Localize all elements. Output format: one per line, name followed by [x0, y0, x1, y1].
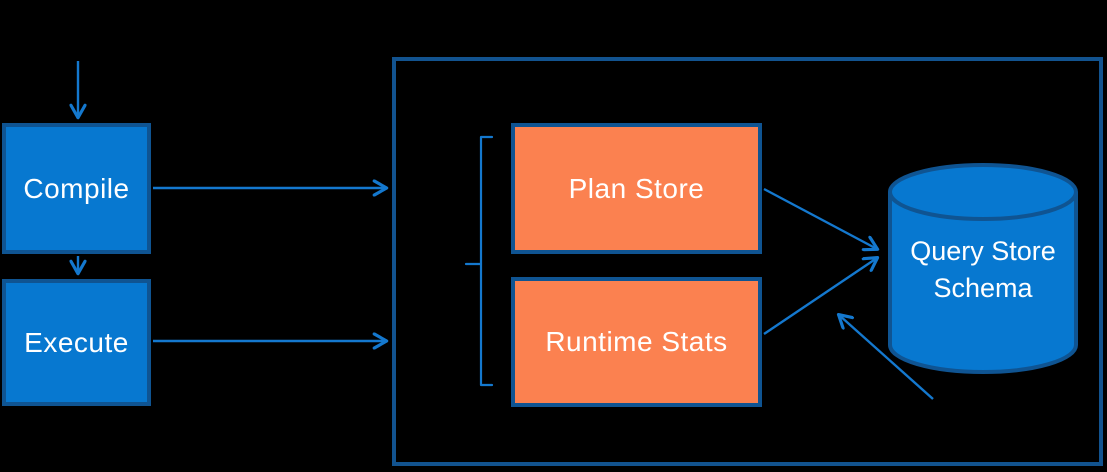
node-execute: Execute [2, 279, 151, 406]
node-runtime-stats: Runtime Stats [511, 277, 762, 407]
node-compile-label: Compile [23, 172, 130, 204]
query-store-schema-line2: Schema [933, 273, 1033, 303]
node-execute-label: Execute [24, 326, 129, 358]
node-runtime-stats-label: Runtime Stats [545, 326, 728, 357]
node-compile: Compile [2, 123, 151, 254]
query-store-schema-line1: Query Store [910, 236, 1056, 266]
node-query-store-schema-label: Query Store Schema [883, 233, 1083, 307]
query-store-container-box [392, 57, 1103, 466]
node-plan-store-label: Plan Store [568, 172, 705, 204]
node-plan-store: Plan Store [511, 123, 762, 254]
